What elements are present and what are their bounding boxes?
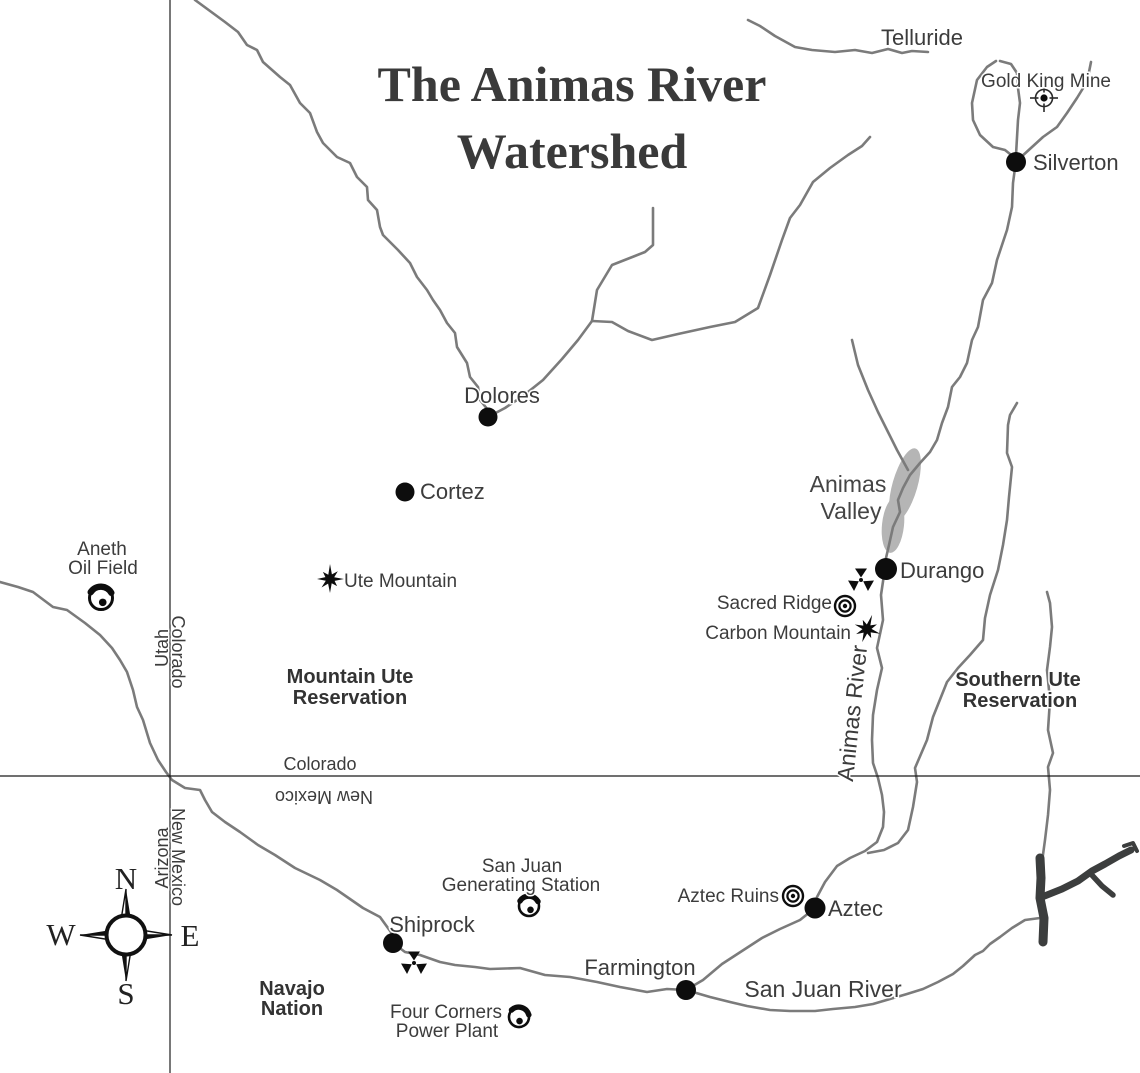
region-label-navajo-line2: Nation — [261, 998, 323, 1020]
town-label-telluride: Telluride — [881, 25, 963, 50]
town-dot-shiprock — [383, 933, 403, 953]
bullseye-icon-aztec-ruins — [781, 884, 805, 908]
map-title-line1: The Animas River — [378, 56, 767, 112]
region-label-mountain-ute-line2: Reservation — [293, 687, 408, 709]
site-label-fcpp-line2: Power Plant — [396, 1021, 499, 1042]
town-label-dolores: Dolores — [464, 383, 540, 408]
state-label-arizona-vertical: Arizona — [152, 826, 172, 888]
compass-label-north: N — [115, 861, 137, 896]
oil-field-icon-aneth — [90, 587, 113, 610]
town-dot-farmington — [676, 980, 696, 1000]
bullseye-icon-sacred-ridge — [833, 594, 857, 618]
river-path-los-pinos — [1040, 590, 1055, 864]
town-label-cortez: Cortez — [420, 479, 485, 504]
river-path-dolores-upper — [193, 0, 490, 419]
river-path-animas — [684, 166, 1017, 992]
town-dot-dolores — [478, 407, 498, 427]
region-label-southern-ute-line2: Reservation — [963, 690, 1078, 712]
region-label-animas-valley-line2: Valley — [821, 498, 882, 524]
town-dot-silverton — [1006, 152, 1026, 172]
river-path-hermosa-creek — [850, 338, 910, 472]
site-label-gold-king-mine: Gold King Mine — [981, 71, 1111, 92]
compass-label-south: S — [117, 976, 134, 1011]
river-path-san-juan-east — [684, 916, 1042, 1013]
site-label-ute-mountain: Ute Mountain — [344, 571, 457, 592]
site-label-sacred-ridge: Sacred Ridge — [717, 593, 832, 614]
river-path-telluride — [746, 18, 930, 55]
region-label-animas-valley-line1: Animas — [810, 471, 887, 497]
town-dot-cortez — [395, 482, 415, 502]
site-label-sjgs-line1: San Juan — [482, 856, 562, 877]
power-plant-icon-san-juan — [519, 896, 539, 916]
river-label-san-juan: San Juan River — [744, 976, 902, 1002]
river-path-upper-east-branch — [590, 135, 872, 342]
site-label-aneth-line1: Aneth — [77, 539, 127, 560]
state-label-colorado-vertical: Colorado — [168, 615, 188, 688]
town-dot-aztec — [804, 897, 826, 919]
region-label-navajo-line1: Navajo — [259, 978, 325, 1000]
region-label-southern-ute-line1: Southern Ute — [955, 669, 1081, 691]
compass-label-east: E — [181, 918, 200, 953]
river-path-silverton-west-fork — [970, 59, 1017, 160]
site-label-fcpp-line1: Four Corners — [390, 1002, 502, 1023]
town-dot-durango — [875, 558, 897, 580]
river-path-silverton-middle-fork — [998, 59, 1022, 157]
river-path-florida — [866, 401, 1019, 855]
power-plant-icon-four-corners — [507, 1005, 531, 1029]
town-dots — [383, 152, 1026, 1000]
state-label-new-mexico-vertical: New Mexico — [168, 808, 188, 906]
site-label-aneth-line2: Oil Field — [68, 558, 138, 579]
river-label-animas: Animas River — [832, 643, 872, 782]
compass-label-west: W — [46, 917, 76, 952]
navajo-reservoir — [1035, 841, 1139, 947]
site-label-aztec-ruins: Aztec Ruins — [678, 886, 779, 907]
state-label-utah-vertical: Utah — [152, 629, 172, 667]
state-label-new-mexico-horizontal: New Mexico — [275, 787, 373, 807]
map-title-line2: Watershed — [457, 123, 688, 179]
town-label-shiprock: Shiprock — [389, 912, 476, 937]
town-label-silverton: Silverton — [1033, 150, 1119, 175]
river-path-san-juan-west — [0, 580, 688, 994]
compass-circle — [104, 913, 148, 957]
river-path-silverton-east-fork — [1018, 60, 1093, 160]
town-label-aztec: Aztec — [828, 896, 883, 921]
river-lines — [0, 0, 1093, 1013]
river-path-junction-stub — [590, 206, 655, 323]
compass-rose — [79, 888, 173, 982]
starburst-icon-ute-mountain — [317, 564, 344, 593]
site-label-sjgs-line2: Generating Station — [442, 875, 600, 896]
radiation-icon-durango — [848, 568, 874, 591]
site-label-carbon-mountain: Carbon Mountain — [705, 623, 851, 644]
region-label-mountain-ute-line1: Mountain Ute — [287, 666, 414, 688]
state-label-colorado-horizontal: Colorado — [283, 754, 356, 774]
river-path-dolores-to-junction — [486, 319, 594, 419]
town-label-durango: Durango — [900, 558, 984, 583]
town-label-farmington: Farmington — [584, 955, 695, 980]
